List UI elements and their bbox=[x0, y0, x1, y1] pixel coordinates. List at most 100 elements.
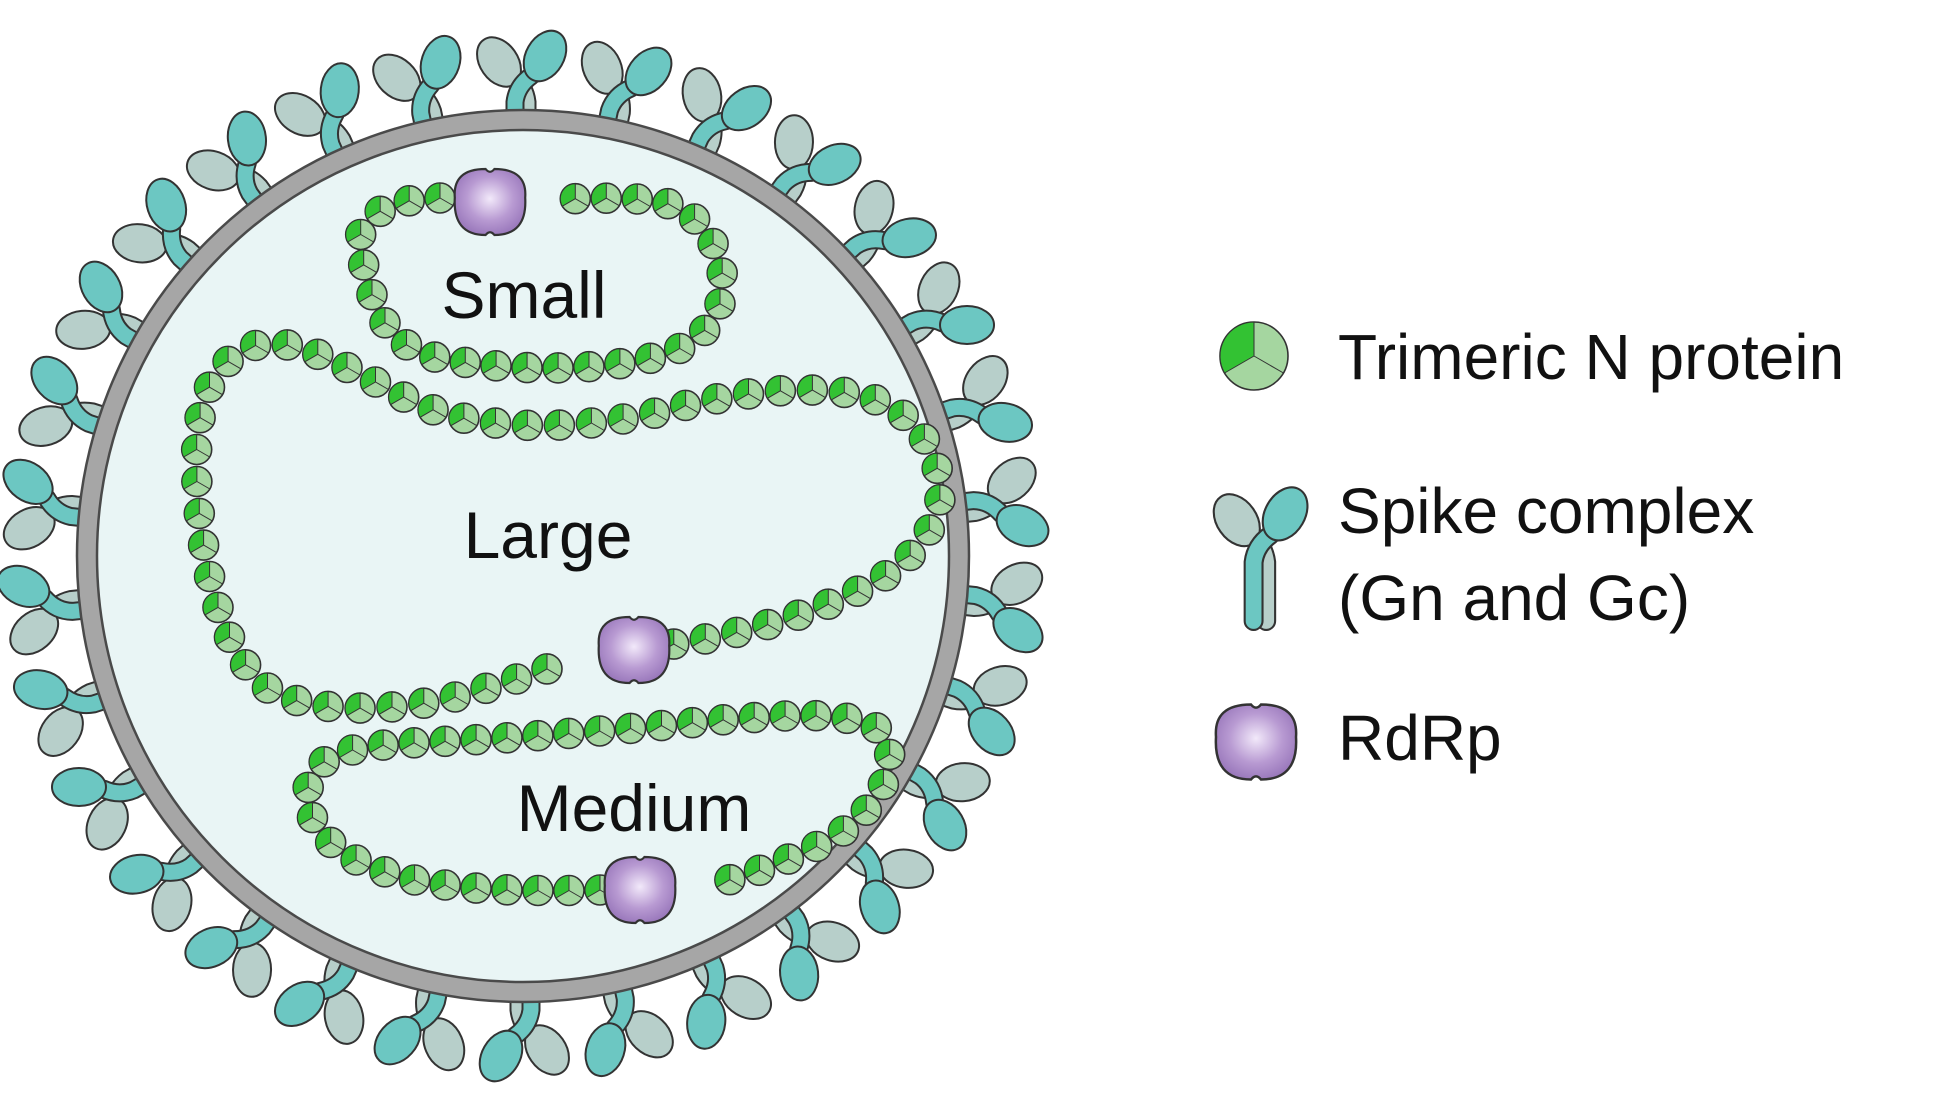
n-protein-large-segment bbox=[543, 409, 576, 441]
n-protein-medium-segment bbox=[676, 706, 709, 739]
n-protein-medium-segment bbox=[292, 771, 325, 804]
n-protein-medium-segment bbox=[491, 721, 523, 754]
n-protein-medium-segment bbox=[460, 872, 492, 904]
n-protein-medium-segment bbox=[340, 844, 372, 876]
n-protein-large-segment bbox=[828, 376, 861, 409]
n-protein-medium-segment bbox=[553, 874, 585, 907]
spike-layer bbox=[0, 29, 1050, 1083]
spike-complex bbox=[908, 561, 1044, 654]
rdrp-small-segment bbox=[453, 167, 527, 237]
spike-complex bbox=[890, 661, 1028, 757]
n-protein-small-segment bbox=[356, 278, 388, 311]
n-protein-large-segment bbox=[184, 401, 216, 434]
spike-complex bbox=[580, 40, 673, 177]
spike-complex bbox=[274, 908, 378, 1045]
n-protein-large-segment bbox=[470, 672, 502, 705]
spike-complex bbox=[185, 110, 302, 249]
n-protein-medium-segment bbox=[314, 826, 347, 859]
n-protein-large-segment bbox=[407, 687, 440, 720]
n-protein-large-segment bbox=[782, 599, 815, 632]
n-protein-large-segment bbox=[344, 692, 376, 724]
n-protein-small-segment bbox=[704, 287, 736, 320]
spike-complex bbox=[740, 114, 862, 246]
n-protein-small-segment bbox=[390, 328, 423, 361]
n-protein-small-segment bbox=[542, 352, 574, 384]
n-protein-large-segment bbox=[796, 374, 829, 406]
spike-complex bbox=[184, 866, 306, 998]
legend-spike bbox=[1212, 486, 1309, 631]
spike-complex bbox=[854, 261, 996, 370]
n-protein-large-segment bbox=[359, 366, 392, 398]
n-protein-large-segment bbox=[202, 591, 234, 624]
n-protein-large-segment bbox=[894, 539, 927, 572]
rdrp-icon bbox=[1214, 703, 1298, 781]
n-protein-large-segment bbox=[908, 423, 941, 455]
n-protein-medium-segment bbox=[336, 734, 369, 766]
spike-complex bbox=[803, 179, 937, 303]
spike-complex bbox=[584, 934, 674, 1078]
n-protein-small-segment bbox=[634, 342, 667, 375]
n-protein-medium-segment bbox=[583, 715, 616, 747]
n-protein-medium-segment bbox=[860, 711, 893, 744]
n-protein-large-segment bbox=[251, 672, 284, 704]
n-protein-large-segment bbox=[720, 616, 753, 649]
legend-label-spike-line2: (Gn and Gc) bbox=[1338, 562, 1690, 634]
n-protein-large-segment bbox=[181, 465, 213, 498]
n-protein-large-segment bbox=[913, 514, 946, 546]
n-protein-large-segment bbox=[239, 329, 272, 362]
n-protein-large-segment bbox=[859, 383, 892, 416]
n-protein-medium-segment bbox=[368, 855, 401, 888]
legend-rdrp-shape bbox=[1214, 703, 1298, 781]
n-protein-large-segment bbox=[638, 397, 671, 430]
legend-n-protein-bead bbox=[1219, 321, 1289, 391]
spike-complex-icon bbox=[1212, 486, 1309, 631]
n-protein-medium-segment bbox=[707, 703, 740, 736]
n-protein-large-segment bbox=[387, 381, 420, 413]
n-protein-medium-segment bbox=[460, 723, 492, 756]
n-protein-small-segment bbox=[559, 182, 592, 215]
spike-complex bbox=[889, 355, 1033, 447]
n-protein-medium-segment bbox=[367, 729, 400, 761]
n-protein-large-segment bbox=[180, 433, 213, 466]
n-protein-large-segment bbox=[479, 407, 512, 439]
n-protein-small-segment bbox=[697, 227, 729, 260]
spike-complex bbox=[908, 456, 1050, 548]
n-protein-small-segment bbox=[418, 341, 451, 373]
spike-complex bbox=[373, 935, 466, 1072]
n-protein-large-segment bbox=[183, 497, 216, 530]
n-protein-medium-segment bbox=[308, 745, 341, 778]
n-protein-small-segment bbox=[573, 350, 605, 383]
n-protein-large-segment bbox=[312, 690, 344, 723]
n-protein-large-segment bbox=[331, 351, 363, 384]
n-protein-large-segment bbox=[689, 623, 722, 655]
n-protein-large-segment bbox=[212, 345, 244, 378]
n-protein-small-segment bbox=[590, 182, 623, 214]
n-protein-large-segment bbox=[841, 575, 874, 608]
n-protein-medium-segment bbox=[522, 719, 554, 752]
spike-complex bbox=[111, 177, 240, 306]
n-protein-large-segment bbox=[575, 407, 608, 439]
n-protein-medium-segment bbox=[800, 699, 832, 732]
n-protein-small-segment bbox=[663, 332, 696, 365]
spike-complex bbox=[0, 564, 138, 656]
rdrp-layer bbox=[453, 167, 677, 925]
legend-label-rdrp: RdRp bbox=[1338, 702, 1502, 774]
n-protein-small-segment bbox=[511, 351, 543, 384]
n-protein-large-segment bbox=[924, 483, 956, 516]
n-protein-medium-segment bbox=[296, 801, 329, 834]
n-protein-medium-segment bbox=[772, 843, 805, 875]
n-protein-large-segment bbox=[187, 529, 220, 561]
legend: Trimeric N protein Spike complex (Gn and… bbox=[1212, 321, 1844, 781]
n-protein-small-segment bbox=[604, 347, 636, 380]
n-protein-small-segment bbox=[393, 185, 426, 217]
n-protein-chains bbox=[180, 182, 956, 907]
n-protein-large-segment bbox=[701, 382, 733, 415]
spike-complex bbox=[372, 34, 462, 178]
spike-complex bbox=[274, 62, 375, 206]
n-protein-large-segment bbox=[764, 374, 797, 407]
n-protein-large-segment bbox=[511, 409, 544, 442]
spike-complex bbox=[476, 29, 568, 168]
spike-complex bbox=[478, 944, 570, 1083]
n-protein-large-segment bbox=[280, 684, 313, 717]
